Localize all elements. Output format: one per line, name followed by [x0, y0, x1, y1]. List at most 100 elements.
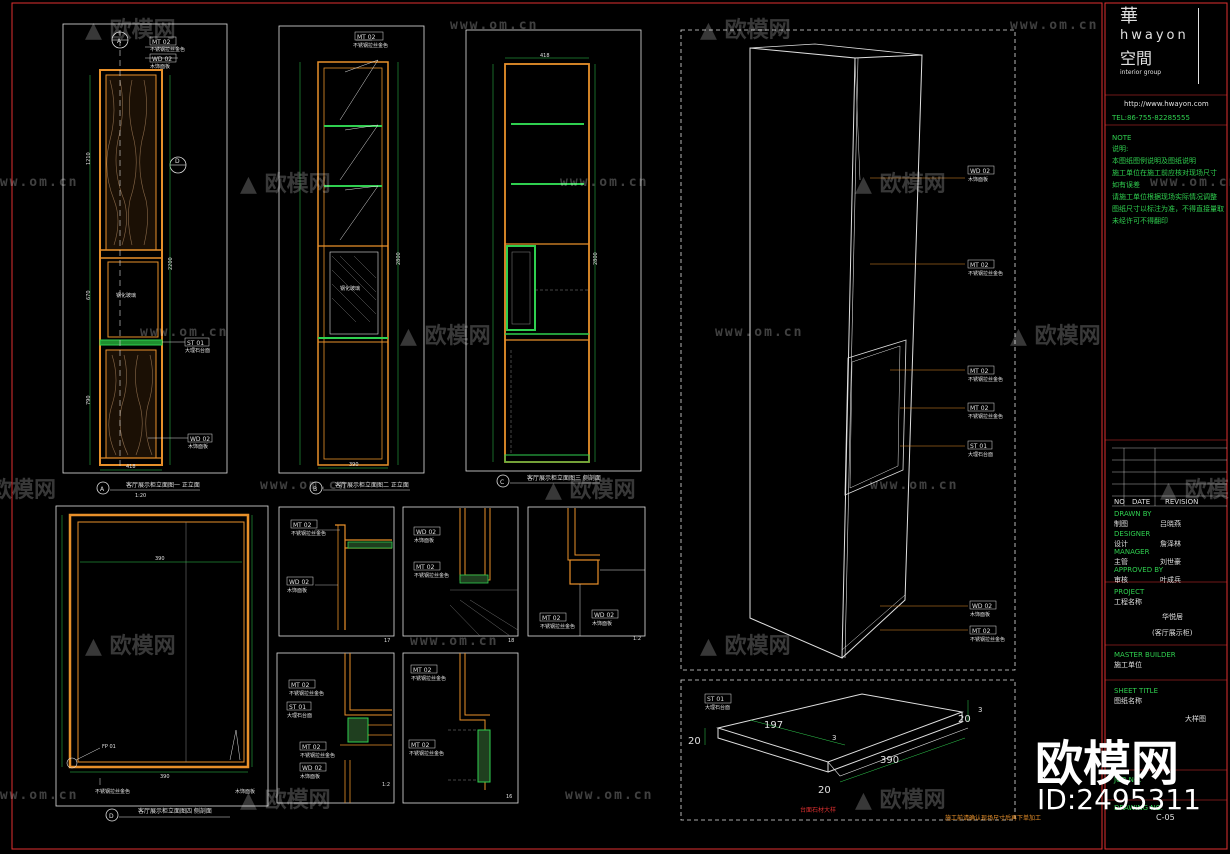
elevation-a: MT 02 不锈钢拉丝金色 WD 02 木饰面板 ST 01 大理石台面 WD … — [62, 23, 228, 499]
svg-text:A: A — [117, 38, 122, 45]
svg-text:WD 02: WD 02 — [289, 579, 309, 586]
svg-text:418: 418 — [126, 464, 136, 470]
detail-3: MT 02 不锈钢拉丝金色 WD 02 木饰面板 1:2 — [527, 506, 646, 642]
svg-text:WD 02: WD 02 — [972, 603, 992, 610]
slab-note: 台面石材大样 — [800, 806, 836, 814]
tb-project-name: 华悦居 — [1162, 613, 1183, 621]
watermark-logo: ▲ 欧模网 — [400, 324, 491, 349]
svg-text:大理石台面: 大理石台面 — [185, 347, 210, 354]
tb-manager-cn: 主管 — [1114, 558, 1128, 566]
svg-text:WD 02: WD 02 — [970, 168, 990, 175]
svg-text:MT 02: MT 02 — [970, 368, 989, 375]
svg-text:不锈钢拉丝金色: 不锈钢拉丝金色 — [300, 752, 335, 759]
svg-text:A: A — [100, 486, 105, 493]
elevation-d: FP 01 390 390 不锈钢拉丝金色 木饰面板 D 客厅展示柜立面图四 侧… — [55, 505, 269, 822]
tb-sheet-cn: 图纸名称 — [1114, 697, 1142, 705]
watermark-logo: ▲ 欧模网 — [1160, 478, 1230, 503]
svg-text:大理石台面: 大理石台面 — [968, 451, 993, 458]
svg-text:390: 390 — [880, 755, 899, 766]
tb-no: NO — [1114, 498, 1125, 506]
svg-text:不锈钢拉丝金色: 不锈钢拉丝金色 — [291, 530, 326, 537]
svg-text:3: 3 — [978, 706, 982, 714]
svg-text:16: 16 — [506, 794, 512, 800]
elevation-b: MT 02 不锈钢拉丝金色 钢化玻璃 2800 390 B 客厅展示柜立面图二 … — [278, 25, 425, 495]
tb-sheet-name: 大样图 — [1185, 715, 1206, 723]
detail-4: MT 02 不锈钢拉丝金色 ST 01 大理石台面 MT 02 不锈钢拉丝金色 … — [276, 652, 395, 804]
svg-text:不锈钢拉丝金色: 不锈钢拉丝金色 — [970, 636, 1005, 643]
watermark-logo: ▲ 欧模网 — [700, 18, 791, 43]
svg-text:不锈钢拉丝金色: 不锈钢拉丝金色 — [414, 572, 449, 579]
title-b: 客厅展示柜立面图二 正立面 — [335, 481, 409, 489]
svg-text:418: 418 — [540, 53, 550, 59]
svg-text:MT 02: MT 02 — [972, 628, 991, 635]
svg-text:MT 02: MT 02 — [411, 742, 430, 749]
watermark-logo: 欧模网 — [0, 478, 57, 503]
watermark-url: www.om.cn — [410, 634, 499, 649]
svg-text:不锈钢拉丝金色: 不锈钢拉丝金色 — [968, 376, 1003, 383]
svg-text:1:20: 1:20 — [135, 493, 146, 499]
drawing-border — [11, 2, 1103, 850]
notes-line: 图纸尺寸以标注为准，不得直接量取 — [1112, 205, 1224, 213]
brand-sub: 空間 — [1120, 49, 1153, 68]
tb-builder-cn: 施工单位 — [1114, 661, 1142, 669]
tb-job-no: JOB NO. — [1114, 776, 1142, 784]
label-a-mt02: MT 02 — [152, 39, 171, 46]
tb-project-cn: 工程名称 — [1114, 598, 1142, 606]
svg-text:钢化玻璃: 钢化玻璃 — [116, 292, 136, 299]
svg-text:197: 197 — [764, 720, 783, 731]
svg-text:20: 20 — [818, 785, 831, 796]
svg-text:木饰面板: 木饰面板 — [150, 63, 170, 70]
svg-text:MT 02: MT 02 — [293, 522, 312, 529]
tb-approved-cn: 审核 — [1114, 576, 1128, 584]
brand-tel: TEL:86-755-82285555 — [1112, 114, 1190, 122]
watermark-url: www.om.cn — [715, 325, 804, 340]
svg-text:20: 20 — [958, 714, 971, 725]
tb-project: PROJECT — [1114, 588, 1145, 596]
svg-text:不锈钢拉丝金色: 不锈钢拉丝金色 — [289, 690, 324, 697]
label-a-wd02: WD 02 — [152, 56, 172, 63]
svg-text:B: B — [313, 486, 317, 493]
brand-logo: 華 hwayon 空間 interior group — [1120, 8, 1220, 77]
detail-1: MT 02 不锈钢拉丝金色 WD 02 木饰面板 17 — [278, 506, 395, 644]
svg-text:2800: 2800 — [593, 252, 599, 265]
svg-text:木饰面板: 木饰面板 — [287, 587, 307, 594]
watermark-logo: ▲ 欧模网 — [240, 788, 331, 813]
svg-text:MT 02: MT 02 — [302, 744, 321, 751]
tb-drawn-name: 吕晓燕 — [1160, 520, 1181, 528]
brand-group: interior group — [1120, 69, 1162, 76]
tb-sheet-title: SHEET TITLE — [1114, 687, 1158, 695]
tb-project-sub: (客厅展示柜) — [1152, 629, 1193, 637]
watermark-logo: ▲ 欧模网 — [855, 788, 946, 813]
svg-text:木饰面板: 木饰面板 — [414, 537, 434, 544]
watermark-logo: ▲ 欧模网 — [85, 18, 176, 43]
watermark-logo: ▲ 欧模网 — [240, 172, 331, 197]
svg-text:木饰面板: 木饰面板 — [968, 176, 988, 183]
svg-text:1210: 1210 — [86, 152, 92, 165]
watermark-url: www.om.cn — [870, 478, 959, 493]
title-a: 客厅展示柜立面图一 正立面 — [126, 481, 200, 489]
watermark-id: ID:2495311 — [1037, 783, 1201, 816]
tb-approved-name: 叶成兵 — [1160, 576, 1181, 584]
svg-text:C: C — [500, 479, 504, 486]
svg-text:不锈钢拉丝金色: 不锈钢拉丝金色 — [150, 46, 185, 53]
svg-text:WD 02: WD 02 — [302, 765, 322, 772]
notes-line: 如有误差 — [1112, 181, 1140, 189]
watermark-logo: ▲ 欧模网 — [1010, 324, 1101, 349]
svg-text:ST 01: ST 01 — [707, 696, 724, 703]
svg-text:大理石台面: 大理石台面 — [287, 712, 312, 719]
svg-text:D: D — [109, 813, 114, 820]
title-c: 客厅展示柜立面图三 侧剖面 — [527, 474, 601, 482]
svg-text:木饰面板: 木饰面板 — [300, 773, 320, 780]
svg-text:20: 20 — [688, 736, 701, 747]
brand-divider — [1198, 8, 1199, 84]
svg-text:1:2: 1:2 — [382, 782, 390, 788]
tb-designer-cn: 设计 — [1114, 540, 1128, 548]
svg-text:大理石台面: 大理石台面 — [705, 704, 730, 711]
tb-code: C-05 — [1156, 813, 1175, 822]
tb-date: DATE — [1132, 498, 1151, 506]
svg-text:MT 02: MT 02 — [357, 34, 376, 41]
titleblock-grid — [1105, 94, 1227, 801]
tb-designer-name: 詹泽林 — [1160, 540, 1181, 548]
tb-designer: DESIGNER — [1114, 530, 1151, 538]
